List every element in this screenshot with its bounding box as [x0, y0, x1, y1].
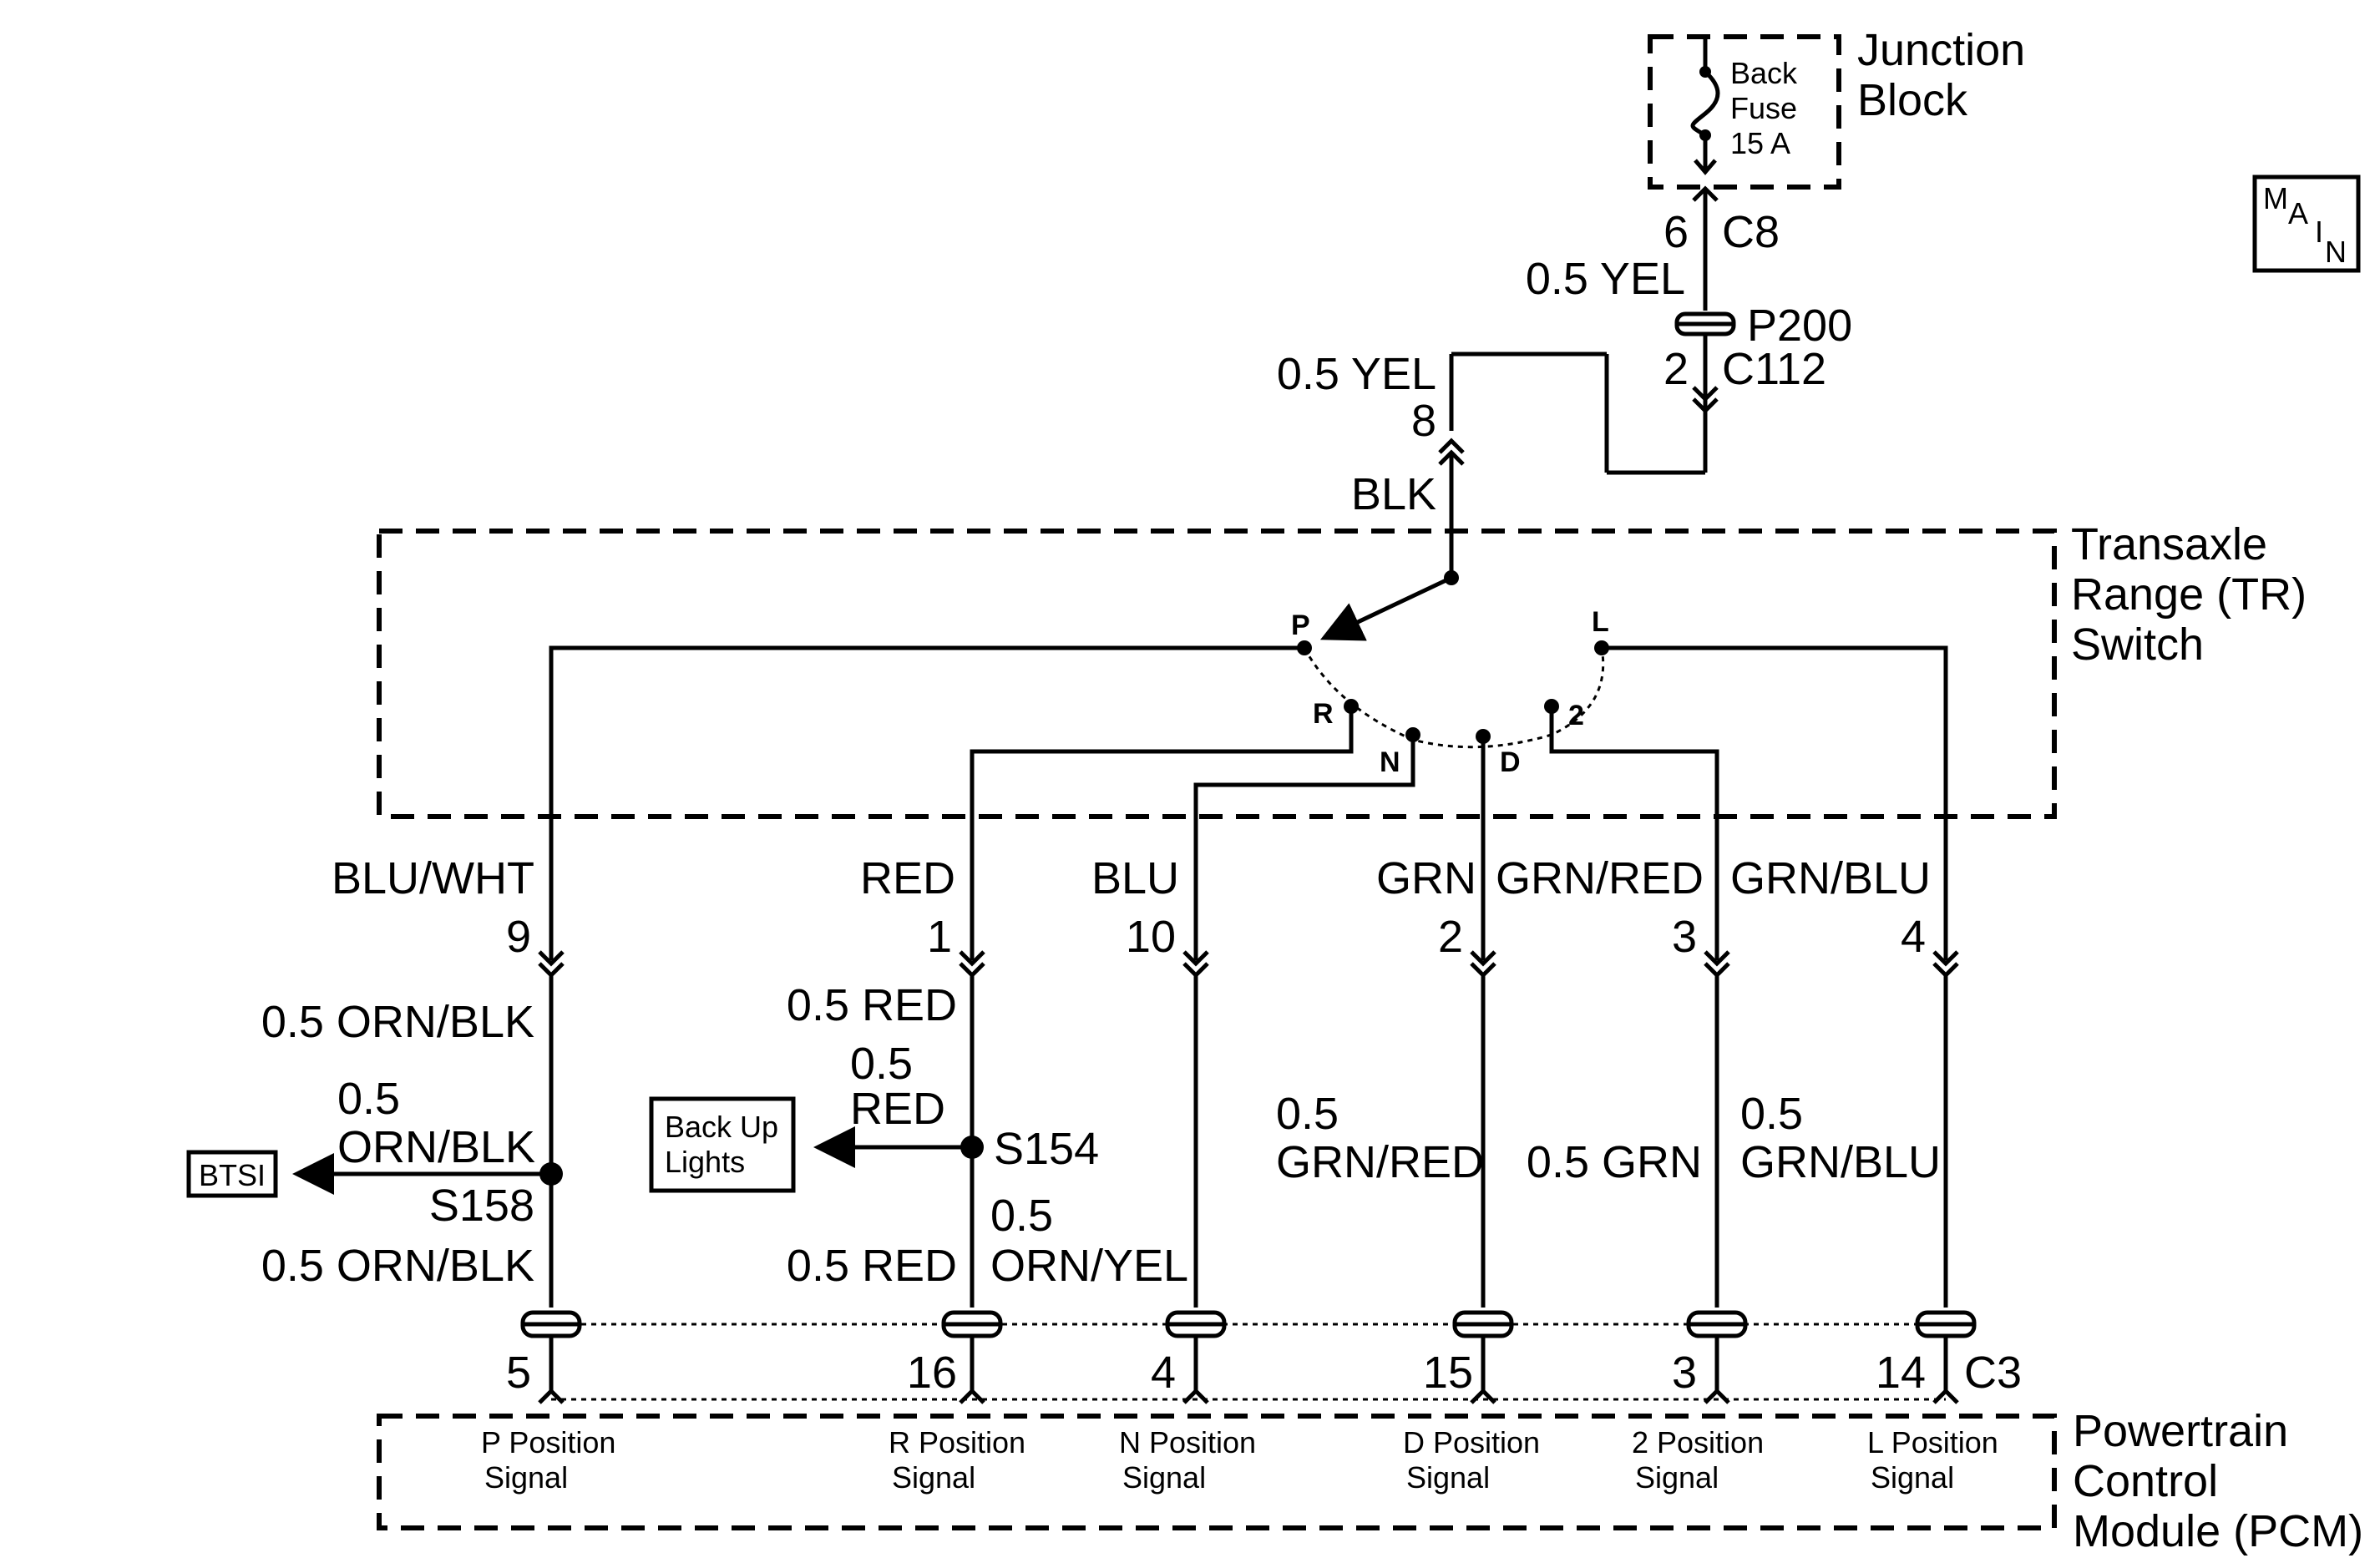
p-orn-blk-top: 0.5 ORN/BLK: [261, 997, 534, 1047]
junction-block-label-line2: Block: [1857, 75, 1968, 125]
position-n-label: N: [1380, 746, 1400, 778]
switch-wiper: [1319, 575, 1453, 641]
grn-blu-line2: GRN/BLU: [1740, 1137, 1941, 1187]
pcm-signal-d-line1: D Position: [1403, 1425, 1540, 1459]
pcm-label-line1: Powertrain: [2073, 1406, 2288, 1456]
wire-color-l: GRN/BLU: [1730, 853, 1931, 903]
c8-label: C8: [1722, 207, 1780, 257]
pcm-signal-l-line1: L Position: [1867, 1425, 1998, 1459]
fuse-label-line2: Fuse: [1730, 91, 1797, 125]
pcm-pin-d: 15: [1423, 1348, 1473, 1398]
btsi-label: BTSI: [199, 1158, 266, 1192]
wire-color-r: RED: [860, 853, 955, 903]
pcm-signal-n-line2: Signal: [1122, 1460, 1206, 1495]
backup-lights-line1: Back Up: [665, 1110, 778, 1144]
c112-pin: 2: [1663, 344, 1689, 394]
position-r-label: R: [1313, 698, 1334, 730]
wire-color-2: GRN/RED: [1496, 853, 1704, 903]
tr-pin-r: 1: [927, 912, 952, 962]
junction-block-outline: [1648, 34, 1841, 190]
wire-color-n: BLU: [1091, 853, 1179, 903]
p-orn-blk-branch-1: 0.5: [337, 1074, 400, 1124]
pcm-pin-p: 5: [506, 1348, 531, 1398]
tr-internal-wiring: [549, 645, 1948, 960]
pcm-signal-n-line1: N Position: [1119, 1425, 1256, 1459]
orn-yel-line1: 0.5: [990, 1191, 1053, 1241]
tr-switch-outline: [377, 529, 2057, 819]
tr-pin-l: 4: [1901, 912, 1926, 962]
c112-label: C112: [1722, 344, 1826, 394]
c3-connectors: [520, 1310, 1977, 1404]
tr-pin-2: 3: [1672, 912, 1697, 962]
grn-label: 0.5 GRN: [1527, 1137, 1702, 1187]
pcm-pin-2: 3: [1672, 1348, 1697, 1398]
fuse-label-line1: Back: [1730, 56, 1798, 90]
tr-switch-arc: [1303, 647, 1605, 749]
blk-label: BLK: [1351, 469, 1436, 519]
backup-lights-line2: Lights: [665, 1145, 745, 1179]
pcm-pin-l: 14: [1876, 1348, 1926, 1398]
pcm-pin-r: 16: [907, 1348, 957, 1398]
position-2-label: 2: [1568, 700, 1584, 731]
main-badge-m: M: [2263, 181, 2288, 215]
yel-left-label: 0.5 YEL: [1277, 349, 1436, 399]
pcm-signal-l-line2: Signal: [1871, 1460, 1954, 1495]
tr-harness-connectors: [538, 950, 1959, 979]
yel-top-label: 0.5 YEL: [1526, 254, 1685, 304]
main-badge-i: I: [2315, 215, 2323, 249]
pin8-label: 8: [1411, 396, 1436, 446]
tr-pin-d: 2: [1438, 912, 1463, 962]
pcm-outline: [377, 1414, 2057, 1530]
position-p-label: P: [1291, 610, 1310, 641]
pcm-label-line2: Control: [2073, 1456, 2218, 1506]
btsi-box: BTSI: [186, 1150, 278, 1198]
r-red-top: 0.5 RED: [787, 980, 957, 1030]
pcm-label-line3: Module (PCM): [2073, 1506, 2363, 1556]
s154-label: S154: [994, 1124, 1099, 1174]
tr-pin-p: 9: [506, 912, 531, 962]
p-orn-blk-bottom: 0.5 ORN/BLK: [261, 1241, 534, 1291]
pcm-signal-r-line1: R Position: [889, 1425, 1025, 1459]
r-red-branch-1: 0.5: [850, 1039, 913, 1089]
pcm-signal-r-line2: Signal: [892, 1460, 975, 1495]
grn-blu-line1: 0.5: [1740, 1089, 1803, 1139]
pcm-pin-n: 4: [1151, 1348, 1176, 1398]
main-badge-a: A: [2288, 196, 2308, 230]
grn-red-line1: 0.5: [1276, 1089, 1339, 1139]
junction-block-label-line1: Junction: [1857, 25, 2025, 75]
c8-pin: 6: [1663, 207, 1689, 257]
p200-label: P200: [1747, 301, 1852, 351]
p-orn-blk-branch-2: ORN/BLK: [337, 1122, 535, 1172]
pcm-signal-d-line2: Signal: [1406, 1460, 1490, 1495]
s158-label: S158: [429, 1181, 534, 1231]
back-fuse-symbol: [1690, 37, 1720, 175]
feed-wire: [1438, 185, 1736, 578]
position-d-label: D: [1500, 746, 1521, 778]
backup-lights-box: Back Up Lights: [649, 1096, 796, 1193]
tr-pin-n: 10: [1126, 912, 1176, 962]
pcm-signal-2-line1: 2 Position: [1632, 1425, 1764, 1459]
fuse-label-line3: 15 A: [1730, 126, 1790, 160]
c3-label: C3: [1964, 1348, 2022, 1398]
main-badge-n: N: [2325, 235, 2347, 269]
position-l-label: L: [1592, 606, 1609, 638]
pcm-signal-p-line2: Signal: [484, 1460, 568, 1495]
r-red-branch-2: RED: [850, 1084, 945, 1134]
r-red-bottom: 0.5 RED: [787, 1241, 957, 1291]
tr-switch-label-line1: Transaxle: [2071, 519, 2267, 569]
wire-color-d: GRN: [1376, 853, 1476, 903]
tr-switch-label-line3: Switch: [2071, 620, 2204, 670]
main-badge: M A I N: [2252, 175, 2361, 273]
grn-red-line2: GRN/RED: [1276, 1137, 1484, 1187]
pcm-signal-p-line1: P Position: [481, 1425, 615, 1459]
pcm-signal-2-line2: Signal: [1635, 1460, 1719, 1495]
tr-switch-label-line2: Range (TR): [2071, 569, 2307, 620]
orn-yel-line2: ORN/YEL: [990, 1241, 1188, 1291]
wire-color-p: BLU/WHT: [332, 853, 534, 903]
